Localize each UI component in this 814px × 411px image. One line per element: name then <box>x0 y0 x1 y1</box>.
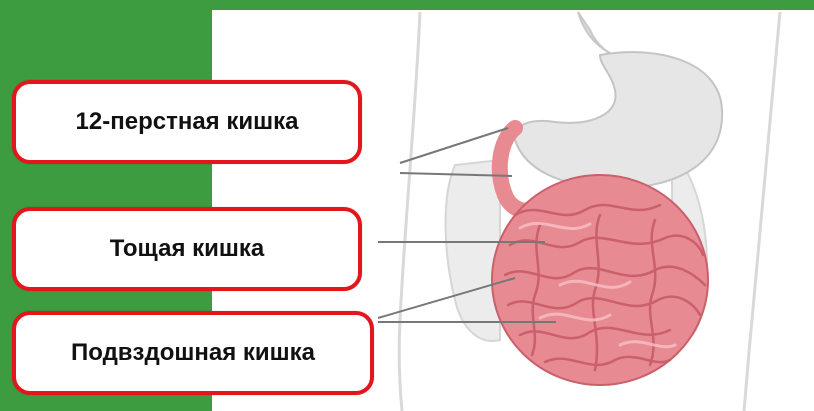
stomach <box>515 52 722 188</box>
label-ileum: Подвздошная кишка <box>12 311 374 395</box>
small-intestine-coils <box>492 175 708 385</box>
label-duodenum-text: 12-перстная кишка <box>76 108 299 136</box>
label-duodenum: 12-перстная кишка <box>12 80 362 164</box>
label-jejunum: Тощая кишка <box>12 207 362 291</box>
label-ileum-text: Подвздошная кишка <box>71 339 315 367</box>
label-jejunum-text: Тощая кишка <box>110 235 265 263</box>
leader-line-duodenum-1 <box>400 128 508 163</box>
